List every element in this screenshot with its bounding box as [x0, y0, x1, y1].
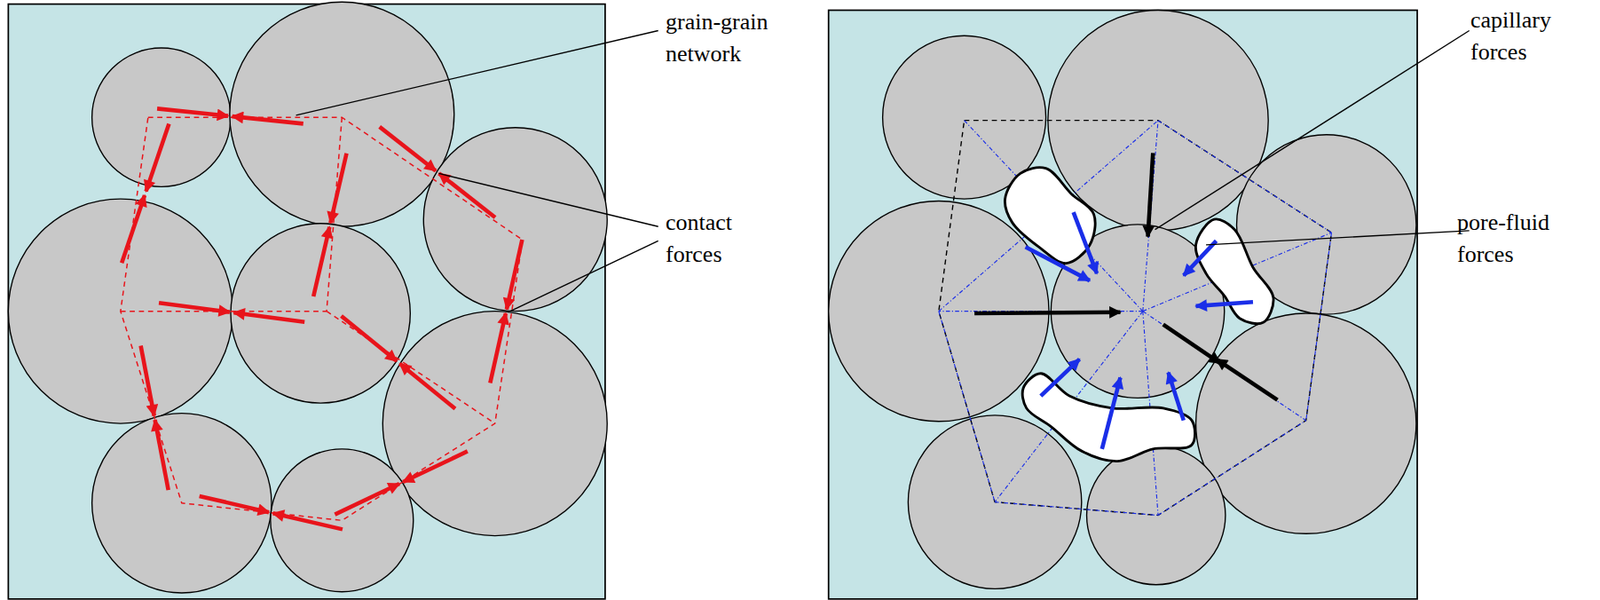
pore-network-line [1158, 120, 1332, 233]
grain [423, 127, 607, 312]
grain [229, 1, 455, 227]
leader-line [510, 240, 659, 311]
pore-network-line [994, 502, 1159, 516]
pore-fluid-force-arrow [1040, 359, 1080, 396]
callout-label: pore-fluid forces [1457, 206, 1595, 271]
contact-force-arrow [402, 450, 468, 482]
contact-force-arrow [1163, 324, 1221, 364]
contact-force-arrow [341, 315, 397, 362]
pore-fluid-force-arrow [1102, 377, 1121, 449]
contact-force-arrow [157, 108, 229, 116]
contact-force-arrow [489, 313, 506, 384]
capillary-bridge [1004, 167, 1096, 264]
grain [230, 223, 410, 403]
leader-line [296, 30, 659, 115]
leader-line [1155, 30, 1470, 229]
leader-line [1205, 230, 1470, 245]
contact-force-arrow [121, 195, 145, 263]
capillary-bridge [1195, 219, 1274, 324]
contact-force-arrow [334, 483, 400, 515]
grain-network-line [326, 311, 496, 424]
grain-network-line [120, 117, 523, 521]
pore-network-line [1306, 232, 1333, 421]
callout-label: grain-grain network [665, 6, 835, 71]
contact-force-arrow [506, 239, 523, 310]
contact-force-arrow [313, 227, 330, 297]
leader-line [439, 173, 659, 227]
pore-fluid-force-arrow [1168, 372, 1184, 421]
contact-force-arrow [141, 345, 155, 416]
contact-force-arrow [1148, 152, 1154, 237]
contact-force-arrow [233, 312, 305, 322]
contact-force-arrow [1216, 359, 1278, 401]
contact-force-arrow [974, 312, 1120, 314]
fluid-panel [828, 9, 1418, 599]
pore-fluid-force-arrow [1183, 240, 1217, 276]
contact-force-arrow [379, 126, 436, 172]
contact-force-arrow [232, 116, 304, 124]
contact-force-arrow [400, 363, 456, 410]
contact-force-arrow [155, 419, 169, 490]
contact-force-arrow [158, 302, 230, 312]
grain [1196, 313, 1417, 534]
grain [1087, 445, 1226, 584]
pore-fluid-force-arrow [1196, 301, 1254, 307]
grain-network-line [938, 120, 1333, 516]
callout-label: contact forces [665, 206, 778, 271]
pore-network-line [938, 120, 1159, 312]
pore-fluid-force-arrow [1025, 246, 1090, 281]
contact-force-arrow [273, 512, 343, 529]
pore-network-line [964, 120, 1143, 312]
pore-network-line [1142, 311, 1307, 421]
contact-force-arrow [146, 123, 170, 191]
pore-network-line [938, 311, 995, 503]
contact-force-arrow [199, 496, 269, 513]
grain [270, 449, 414, 592]
contact-force-arrow [330, 153, 347, 223]
callout-label: capillary forces [1470, 4, 1595, 69]
pore-fluid-force-arrow [1073, 212, 1097, 274]
pore-network-line [1142, 120, 1159, 312]
